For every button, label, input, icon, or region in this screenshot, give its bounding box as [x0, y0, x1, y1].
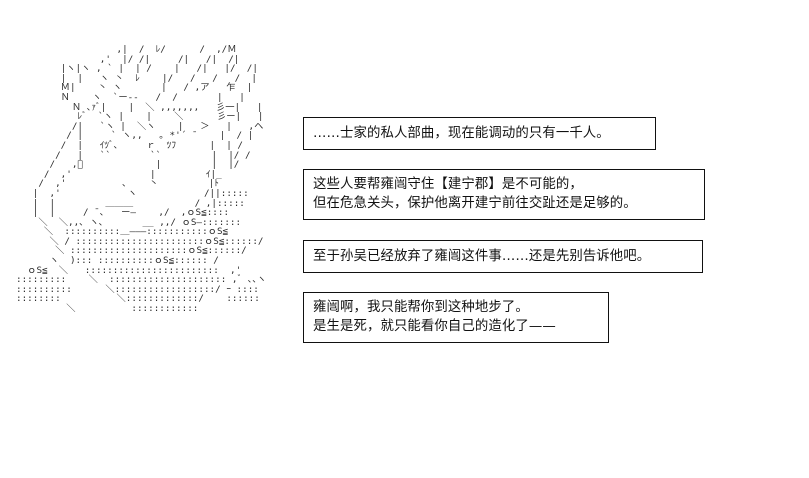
dialogue-line: 但在危急关头，保护他离开建宁前往交趾还是足够的。 — [313, 196, 637, 211]
dialogue-line: 雍闿啊，我只能帮你到这种地步了。 — [313, 300, 529, 315]
dialogue-line: 这些人要帮雍闿守住【建宁郡】是不可能的， — [313, 177, 583, 192]
dialogue-line: ……士家的私人部曲，现在能调动的只有一千人。 — [313, 125, 610, 141]
dialogue-line: 是生是死，就只能看你自己的造化了—— — [313, 319, 556, 334]
dialogue-box-3[interactable]: 至于孙吴已经放弃了雍闿这件事……还是先别告诉他吧。 — [303, 240, 703, 273]
dialogue-box-4[interactable]: 雍闿啊，我只能帮你到这种地步了。 是生是死，就只能看你自己的造化了—— — [303, 292, 609, 343]
dialogue-box-1[interactable]: ……士家的私人部曲，现在能调动的只有一千人。 — [303, 117, 656, 150]
ascii-art-character: ,| / ﾚ/ / ,/Ｍ ,' |/ /| /| /| /| |ヽ|ヽ , `… — [16, 45, 267, 315]
dialogue-line: 至于孙吴已经放弃了雍闿这件事……还是先别告诉他吧。 — [313, 248, 651, 264]
dialogue-box-2[interactable]: 这些人要帮雍闿守住【建宁郡】是不可能的， 但在危急关头，保护他离开建宁前往交趾还… — [303, 169, 705, 220]
